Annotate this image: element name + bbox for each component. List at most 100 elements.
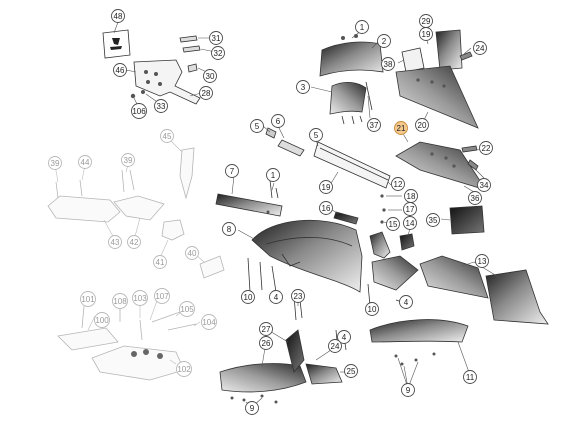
callout-41[interactable]: 41 [153, 255, 167, 269]
callout-29[interactable]: 29 [419, 14, 433, 28]
callout-10b[interactable]: 10 [365, 302, 379, 316]
callout-2[interactable]: 2 [377, 34, 391, 48]
callout-33[interactable]: 33 [154, 99, 168, 113]
left-strip-parts [215, 175, 283, 217]
callout-23[interactable]: 23 [291, 289, 305, 303]
callout-number: 39 [51, 159, 60, 168]
callout-34[interactable]: 34 [477, 178, 491, 192]
callout-39b[interactable]: 39 [121, 153, 135, 167]
callout-4a[interactable]: 4 [269, 290, 283, 304]
callout-number: 10 [368, 305, 377, 314]
callout-101[interactable]: 101 [80, 291, 96, 307]
wing-mid [371, 255, 419, 291]
callout-100[interactable]: 100 [94, 312, 110, 328]
callout-24[interactable]: 24 [328, 339, 342, 353]
callout-39a[interactable]: 39 [48, 156, 62, 170]
callout-number: 2 [382, 37, 387, 46]
callout-28[interactable]: 28 [199, 86, 213, 100]
callout-15[interactable]: 15 [386, 217, 400, 231]
callout-44[interactable]: 44 [78, 155, 92, 169]
callout-4b[interactable]: 4 [399, 295, 413, 309]
callout-105[interactable]: 105 [179, 301, 195, 317]
callout-13[interactable]: 13 [475, 254, 489, 268]
pin-16 [333, 211, 359, 225]
callout-35[interactable]: 35 [426, 213, 440, 227]
callout-38[interactable]: 38 [381, 57, 395, 71]
callout-4c[interactable]: 4 [337, 330, 351, 344]
callout-43[interactable]: 43 [108, 235, 122, 249]
callout-number: 108 [113, 297, 127, 306]
callout-42[interactable]: 42 [127, 235, 141, 249]
callout-circle [403, 202, 417, 216]
callout-9b[interactable]: 9 [245, 401, 259, 415]
point-25 [305, 363, 343, 385]
callout-circle [468, 191, 482, 205]
callout-circle [337, 330, 351, 344]
callout-19[interactable]: 19 [319, 180, 333, 194]
callout-22[interactable]: 22 [479, 141, 493, 155]
callout-circle [391, 177, 405, 191]
callout-21[interactable]: 21 [394, 121, 408, 135]
callout-number: 107 [155, 292, 169, 301]
callout-5b[interactable]: 5 [309, 128, 323, 142]
callout-30[interactable]: 30 [203, 69, 217, 83]
callout-108[interactable]: 108 [112, 293, 128, 309]
callout-1b[interactable]: 1 [266, 168, 280, 182]
callout-circle [328, 339, 342, 353]
callout-20[interactable]: 20 [415, 118, 429, 132]
callout-17[interactable]: 17 [403, 202, 417, 216]
callout-circle [399, 295, 413, 309]
callout-18[interactable]: 18 [404, 189, 418, 203]
part-14 [399, 233, 415, 251]
callout-1[interactable]: 1 [355, 20, 369, 34]
callout-circle [112, 293, 128, 309]
callout-11[interactable]: 11 [463, 370, 477, 384]
callout-106[interactable]: 106 [131, 103, 147, 119]
callout-number: 39 [124, 156, 133, 165]
callout-103[interactable]: 103 [132, 290, 148, 306]
callout-circle [259, 336, 273, 350]
callout-16[interactable]: 16 [319, 201, 333, 215]
right-blade-parts [395, 29, 479, 129]
callout-26[interactable]: 26 [259, 336, 273, 350]
callout-7[interactable]: 7 [225, 164, 239, 178]
callout-circle [154, 288, 170, 304]
callout-107[interactable]: 107 [154, 288, 170, 304]
point-27 [285, 329, 305, 373]
callout-37[interactable]: 37 [367, 118, 381, 132]
callout-circle [394, 121, 408, 135]
wing-lower [485, 269, 549, 325]
callout-19top[interactable]: 19 [419, 27, 433, 41]
callout-36[interactable]: 36 [468, 191, 482, 205]
callout-32[interactable]: 32 [211, 46, 225, 60]
callout-9a[interactable]: 9 [401, 383, 415, 397]
callout-12[interactable]: 12 [391, 177, 405, 191]
callout-number: 18 [407, 192, 416, 201]
callout-number: 30 [206, 72, 215, 81]
callout-31[interactable]: 31 [209, 31, 223, 45]
callout-24top[interactable]: 24 [473, 41, 487, 55]
wedge-40 [199, 255, 225, 279]
callout-number: 19 [322, 183, 331, 192]
callout-circle [401, 383, 415, 397]
callout-number: 102 [177, 365, 191, 374]
callout-46[interactable]: 46 [113, 63, 127, 77]
callout-5a[interactable]: 5 [250, 119, 264, 133]
callout-27[interactable]: 27 [259, 322, 273, 336]
callout-25[interactable]: 25 [344, 364, 358, 378]
callout-8[interactable]: 8 [222, 222, 236, 236]
callout-14[interactable]: 14 [403, 216, 417, 230]
callout-circle [160, 129, 174, 143]
plate-21 [395, 141, 487, 191]
callout-number: 22 [482, 144, 491, 153]
callout-10a[interactable]: 10 [241, 290, 255, 304]
callout-45[interactable]: 45 [160, 129, 174, 143]
callout-102[interactable]: 102 [176, 361, 192, 377]
callout-3[interactable]: 3 [296, 80, 310, 94]
callout-6[interactable]: 6 [271, 114, 285, 128]
callout-40[interactable]: 40 [185, 246, 199, 260]
callout-circle [463, 370, 477, 384]
callout-circle [154, 99, 168, 113]
callout-48[interactable]: 48 [111, 9, 125, 23]
callout-104[interactable]: 104 [201, 314, 217, 330]
